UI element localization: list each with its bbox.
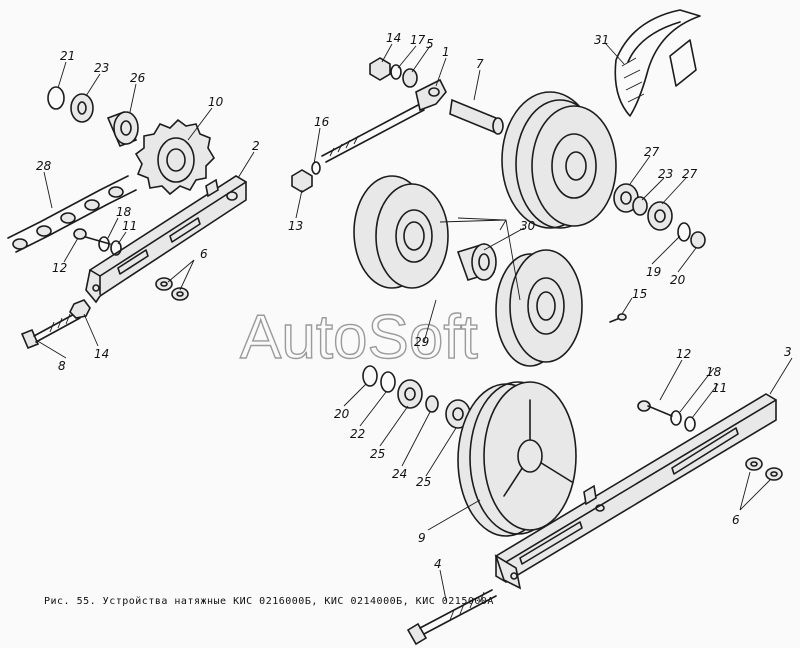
sprocket-10 (134, 118, 216, 196)
callout-14-top: 14 (386, 31, 401, 45)
callout-25-first: 25 (370, 447, 385, 461)
callout-26: 26 (130, 71, 146, 85)
washer-20-right (690, 231, 706, 249)
bearing-27-lower (647, 201, 673, 231)
callout-29: 29 (414, 335, 429, 349)
callout-12-right: 12 (676, 347, 691, 361)
leader-lines (35, 43, 793, 601)
callout-12-left: 12 (52, 261, 67, 275)
callout-25-second: 25 (416, 475, 431, 489)
spacer-24 (425, 395, 439, 413)
pulley-mid-left (353, 175, 449, 289)
bearing-26 (106, 110, 139, 148)
bolt-8 (20, 311, 81, 350)
figure-caption: Рис. 55. Устройства натяжные КИС 0216000… (44, 595, 494, 607)
bracket-stud (583, 484, 597, 506)
callout-9: 9 (418, 531, 426, 545)
callout-3: 3 (784, 345, 792, 359)
washer-23-left (70, 93, 94, 123)
washers-6-right (745, 457, 783, 481)
washer-11-left (110, 240, 122, 256)
callout-18-right: 18 (706, 365, 722, 379)
tension-bracket-3 (494, 393, 777, 590)
bearing-30 (456, 243, 497, 281)
pulley-upper-double (501, 91, 617, 229)
callout-19: 19 (646, 265, 661, 279)
nut-14-left (69, 299, 91, 319)
nut-14-top (369, 57, 391, 81)
callout-27-upper: 27 (644, 145, 660, 159)
callout-18-left: 18 (116, 205, 132, 219)
callout-5: 5 (426, 37, 434, 51)
callout-30: 30 (520, 219, 536, 233)
callout-21: 21 (60, 49, 75, 63)
washer-18-left (98, 236, 110, 252)
washer-23-right (632, 196, 648, 216)
callout-20-right: 20 (670, 273, 686, 287)
washer-5 (402, 68, 418, 88)
bolt-4 (406, 589, 497, 646)
watermark-text: AutoSoft (240, 303, 478, 372)
retaining-ring-21 (47, 86, 65, 110)
callout-8: 8 (58, 359, 66, 373)
retaining-ring-19 (677, 222, 691, 242)
bearing-25-first (397, 379, 423, 409)
callout-28: 28 (36, 159, 52, 173)
callout-11-left: 11 (122, 219, 137, 233)
callout-23-left: 23 (94, 61, 109, 75)
callout-11-right: 11 (712, 381, 727, 395)
callout-10: 10 (208, 95, 224, 109)
callout-16: 16 (314, 115, 330, 129)
washer-11-right (684, 416, 696, 432)
callout-labels: 21 23 26 10 2 28 12 18 11 6 8 14 16 13 1… (36, 31, 792, 571)
callout-13: 13 (288, 219, 303, 233)
callout-15: 15 (632, 287, 647, 301)
bolt-12-right (637, 400, 673, 417)
callout-2: 2 (252, 139, 260, 153)
callout-23-right: 23 (658, 167, 673, 181)
washer-17 (390, 64, 402, 80)
nut-13 (291, 169, 313, 193)
pulley-9 (457, 381, 577, 537)
callout-7: 7 (476, 57, 484, 71)
bolt-12-left (73, 228, 111, 245)
drive-chain (7, 175, 137, 253)
callout-27-lower: 27 (682, 167, 698, 181)
tension-rod-1 (321, 78, 447, 163)
axle-7 (449, 98, 504, 135)
callout-14-left: 14 (94, 347, 109, 361)
washer-22 (380, 371, 396, 393)
screw-15 (609, 313, 627, 323)
callout-24: 24 (392, 467, 407, 481)
callout-22: 22 (350, 427, 365, 441)
washers-6-left (155, 277, 189, 301)
washer-16 (311, 161, 321, 175)
v-belt-31 (614, 9, 701, 117)
callout-6-right: 6 (732, 513, 740, 527)
retaining-ring-20-lower (362, 365, 378, 387)
callout-31: 31 (594, 33, 609, 47)
callout-4: 4 (434, 557, 442, 571)
callout-17: 17 (410, 33, 426, 47)
callout-1: 1 (442, 45, 450, 59)
callout-6-left: 6 (200, 247, 208, 261)
washer-18-right (670, 410, 682, 426)
pulley-mid-right (495, 249, 583, 367)
callout-20-lower: 20 (334, 407, 350, 421)
tension-bracket-2 (85, 175, 247, 304)
